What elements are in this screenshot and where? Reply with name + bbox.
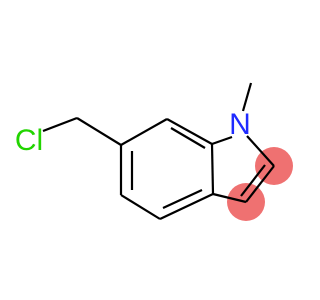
- bond-ring-c4-c5: [159, 193, 214, 220]
- bond-inner-c2-c3: [170, 127, 206, 149]
- nitrogen-label: N: [229, 108, 251, 141]
- chlorine-label: Cl: [15, 124, 43, 157]
- bond-chlorine-methylene: [42, 116, 78, 133]
- bond-inner-c2-c3: [240, 164, 266, 197]
- bond-c3-c3a: [212, 192, 247, 204]
- bond-ring-c5-c6: [120, 194, 161, 220]
- bond-n-c2: [246, 135, 275, 167]
- bond-c2-c3: [245, 165, 275, 203]
- bond-methylene-benzene: [76, 117, 122, 146]
- bond-inner-c4-c5: [162, 189, 203, 209]
- bond-ring-c2-c3: [166, 118, 213, 145]
- bond-ring-c3-c4: [210, 143, 215, 195]
- bond-ring-c3-n: [211, 135, 233, 146]
- molecule-diagram: Cl N: [14, 82, 293, 221]
- bond-ring-c1-c2: [120, 118, 168, 146]
- bond-n-methyl: [241, 82, 253, 112]
- molecule-structure: Cl N: [15, 82, 293, 221]
